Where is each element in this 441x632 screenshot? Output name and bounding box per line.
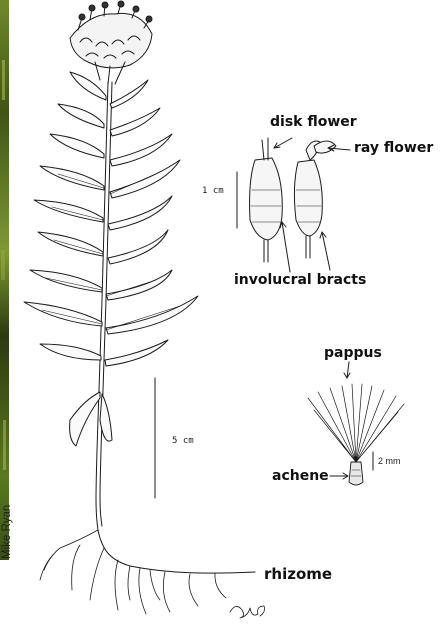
ray-flower-head (294, 141, 336, 258)
achene-label: achene (272, 468, 329, 484)
pappus-label: pappus (324, 345, 382, 361)
involucral-bracts-label: involucral bracts (234, 272, 366, 288)
inflorescence (70, 1, 152, 84)
disk-flower-head (250, 138, 283, 262)
rhizome-label: rhizome (264, 565, 332, 583)
achene-scale-label: 2 mm (378, 456, 401, 466)
plant-scale-label: 5 cm (172, 436, 194, 446)
signature-mark (230, 606, 265, 618)
ray-flower-label: ray flower (354, 140, 433, 156)
disk-flower-label: disk flower (270, 114, 357, 130)
roots (40, 530, 226, 614)
flower-scale-label: 1 cm (202, 186, 224, 196)
